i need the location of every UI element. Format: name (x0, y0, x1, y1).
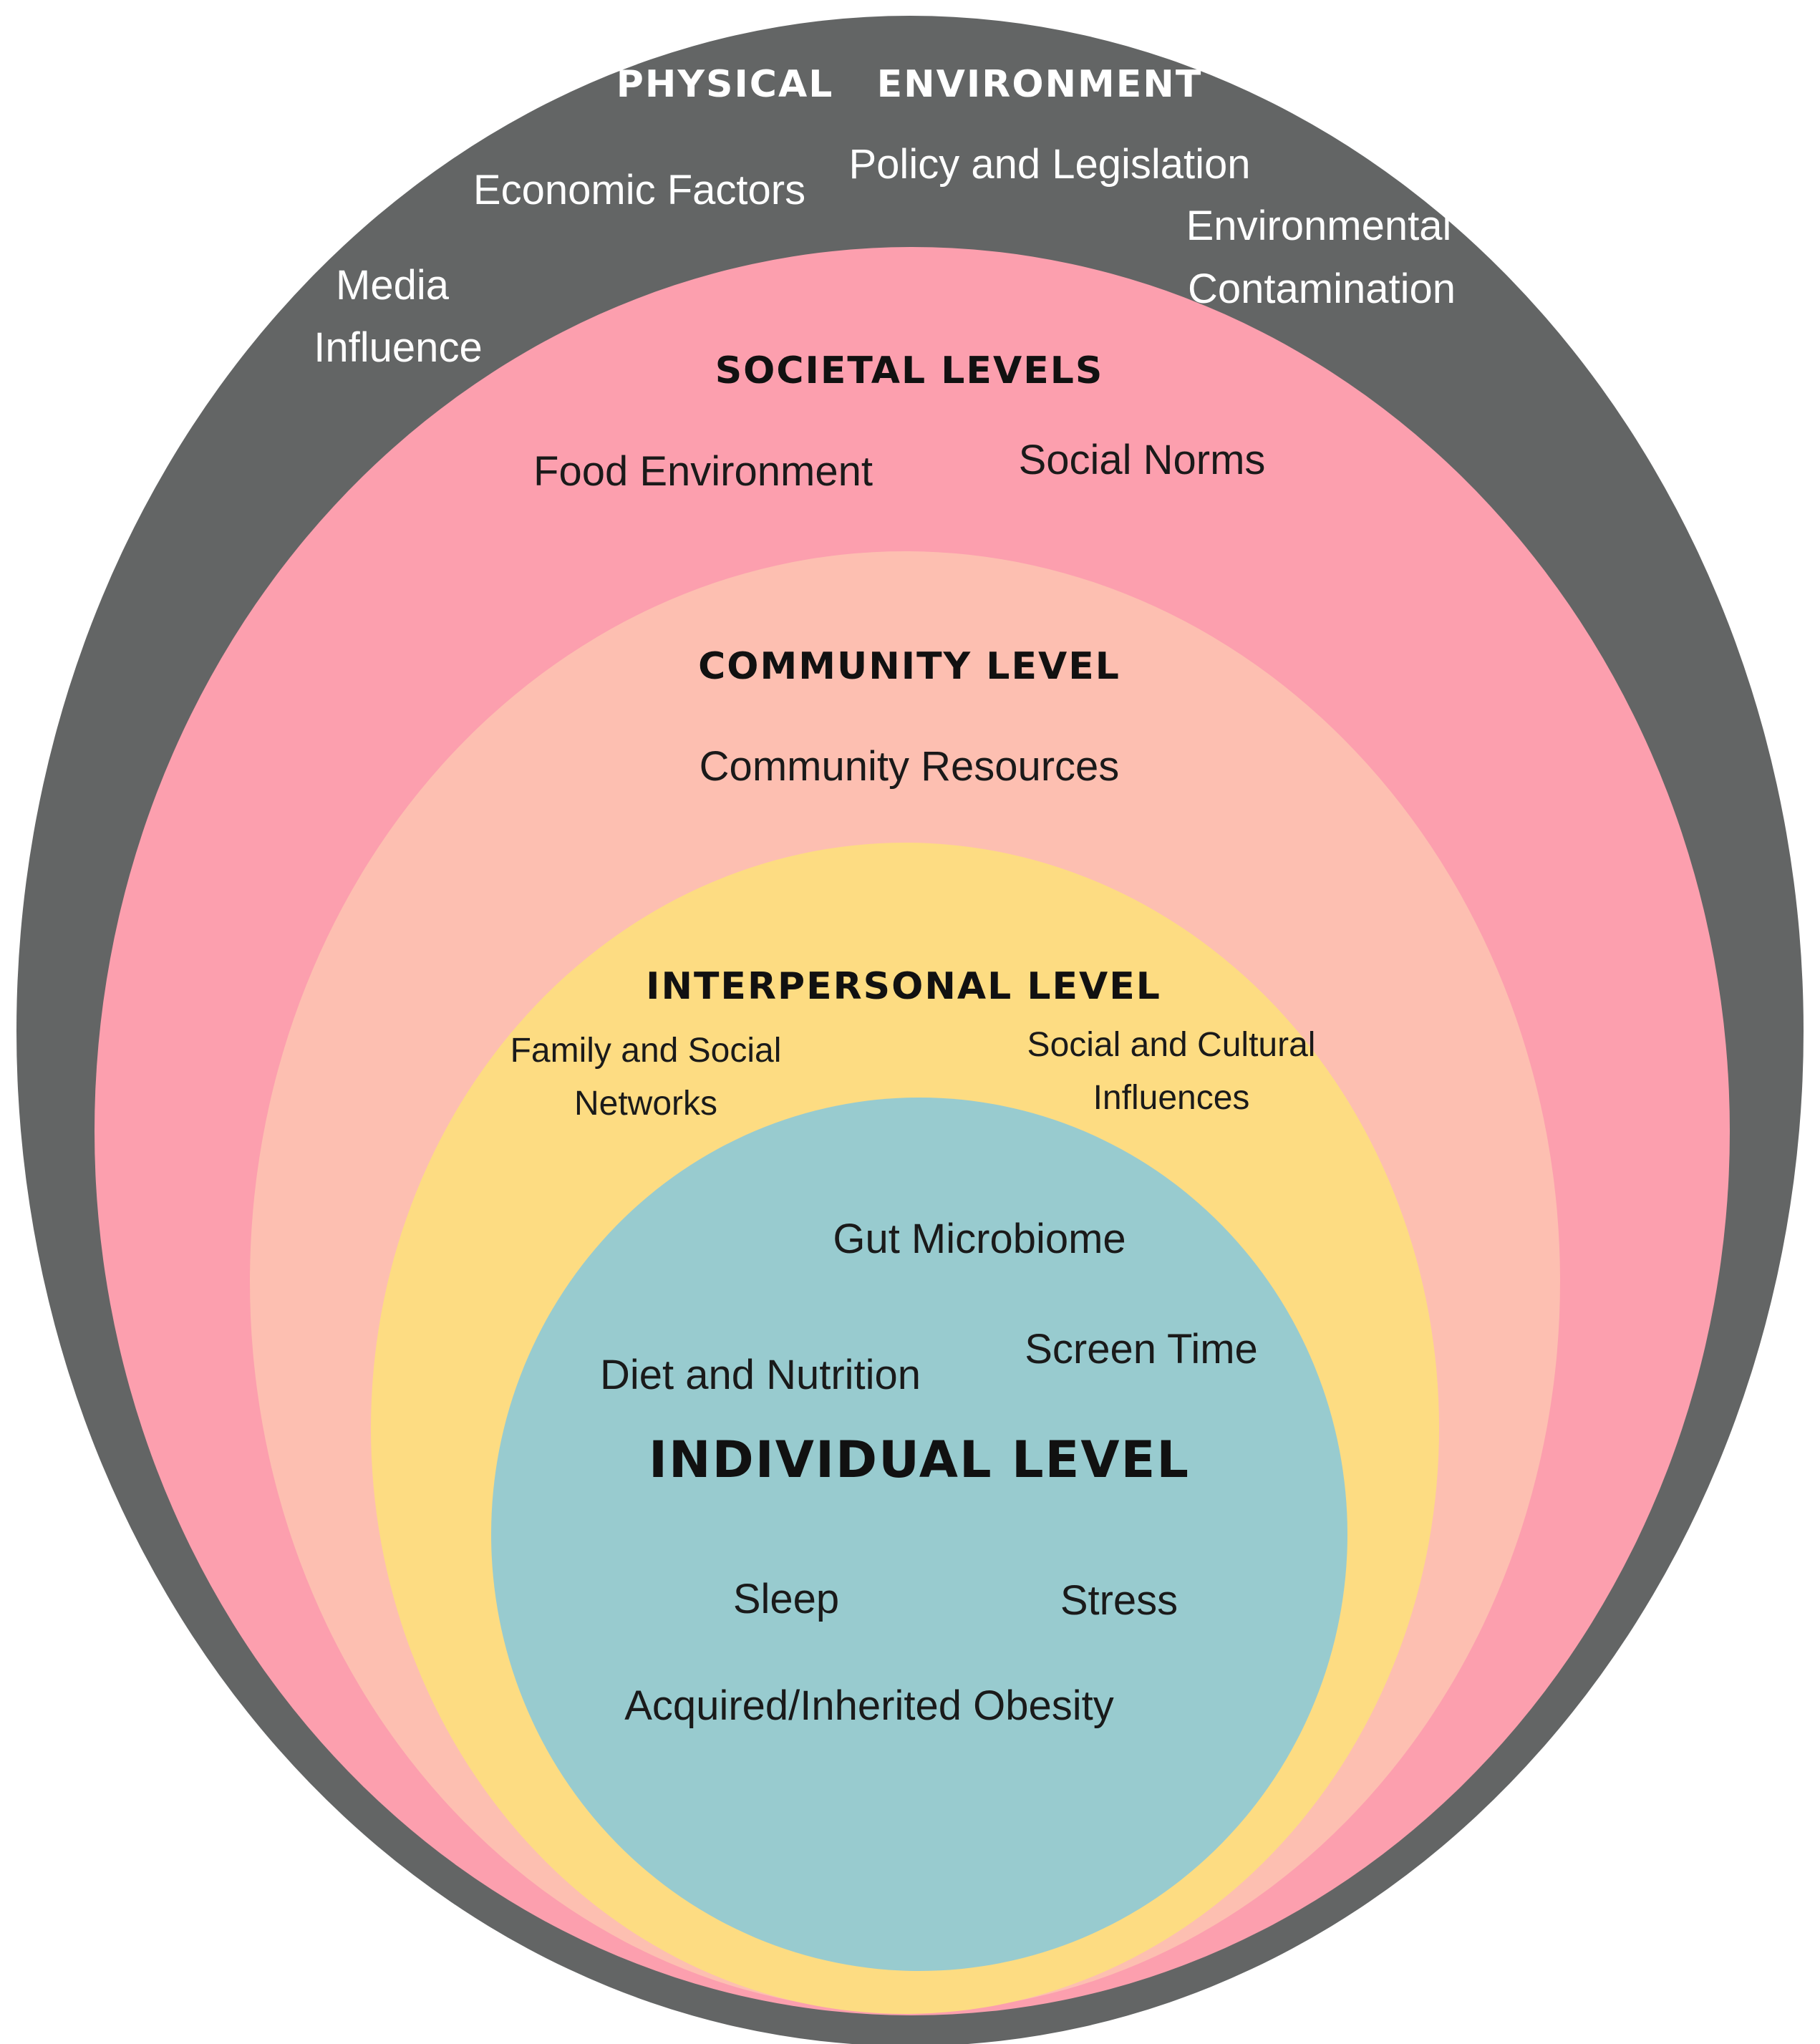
physical-environment-title: PHYSICAL ENVIRONMENT (616, 63, 1203, 106)
acquired-inherited-obesity-label: Acquired/Inherited Obesity (624, 1682, 1113, 1729)
policy-legislation-label: Policy and Legislation (848, 141, 1250, 188)
gut-microbiome-label: Gut Microbiome (833, 1216, 1126, 1262)
social-cultural-influences-label-line2: Influences (1093, 1079, 1250, 1117)
community-level-title: COMMUNITY LEVEL (698, 645, 1120, 688)
environmental-contamination-label-line1: Environmental (1186, 203, 1452, 249)
individual-level-title: INDIVIDUAL LEVEL (649, 1430, 1190, 1489)
family-social-networks-label-line2: Networks (574, 1085, 717, 1123)
media-influence-label-line2: Influence (314, 324, 482, 371)
media-influence-label-line1: Media (336, 262, 450, 309)
societal-levels-title: SOCIETAL LEVELS (715, 349, 1104, 392)
social-cultural-influences-label-line1: Social and Cultural (1027, 1026, 1316, 1064)
sleep-label: Sleep (733, 1576, 839, 1622)
food-environment-label: Food Environment (533, 448, 873, 495)
family-social-networks-label-line1: Family and Social (510, 1032, 782, 1070)
screen-time-label: Screen Time (1025, 1326, 1258, 1372)
environmental-contamination-label-line2: Contamination (1188, 266, 1456, 312)
interpersonal-level-title: INTERPERSONAL LEVEL (646, 965, 1161, 1008)
stress-label: Stress (1060, 1577, 1178, 1624)
individual-ellipse (491, 1098, 1347, 1971)
community-resources-label: Community Resources (700, 743, 1120, 790)
economic-factors-label: Economic Factors (473, 167, 805, 213)
social-norms-label: Social Norms (1019, 437, 1266, 483)
individual-layer (491, 1098, 1347, 1971)
diet-nutrition-label: Diet and Nutrition (600, 1352, 921, 1398)
